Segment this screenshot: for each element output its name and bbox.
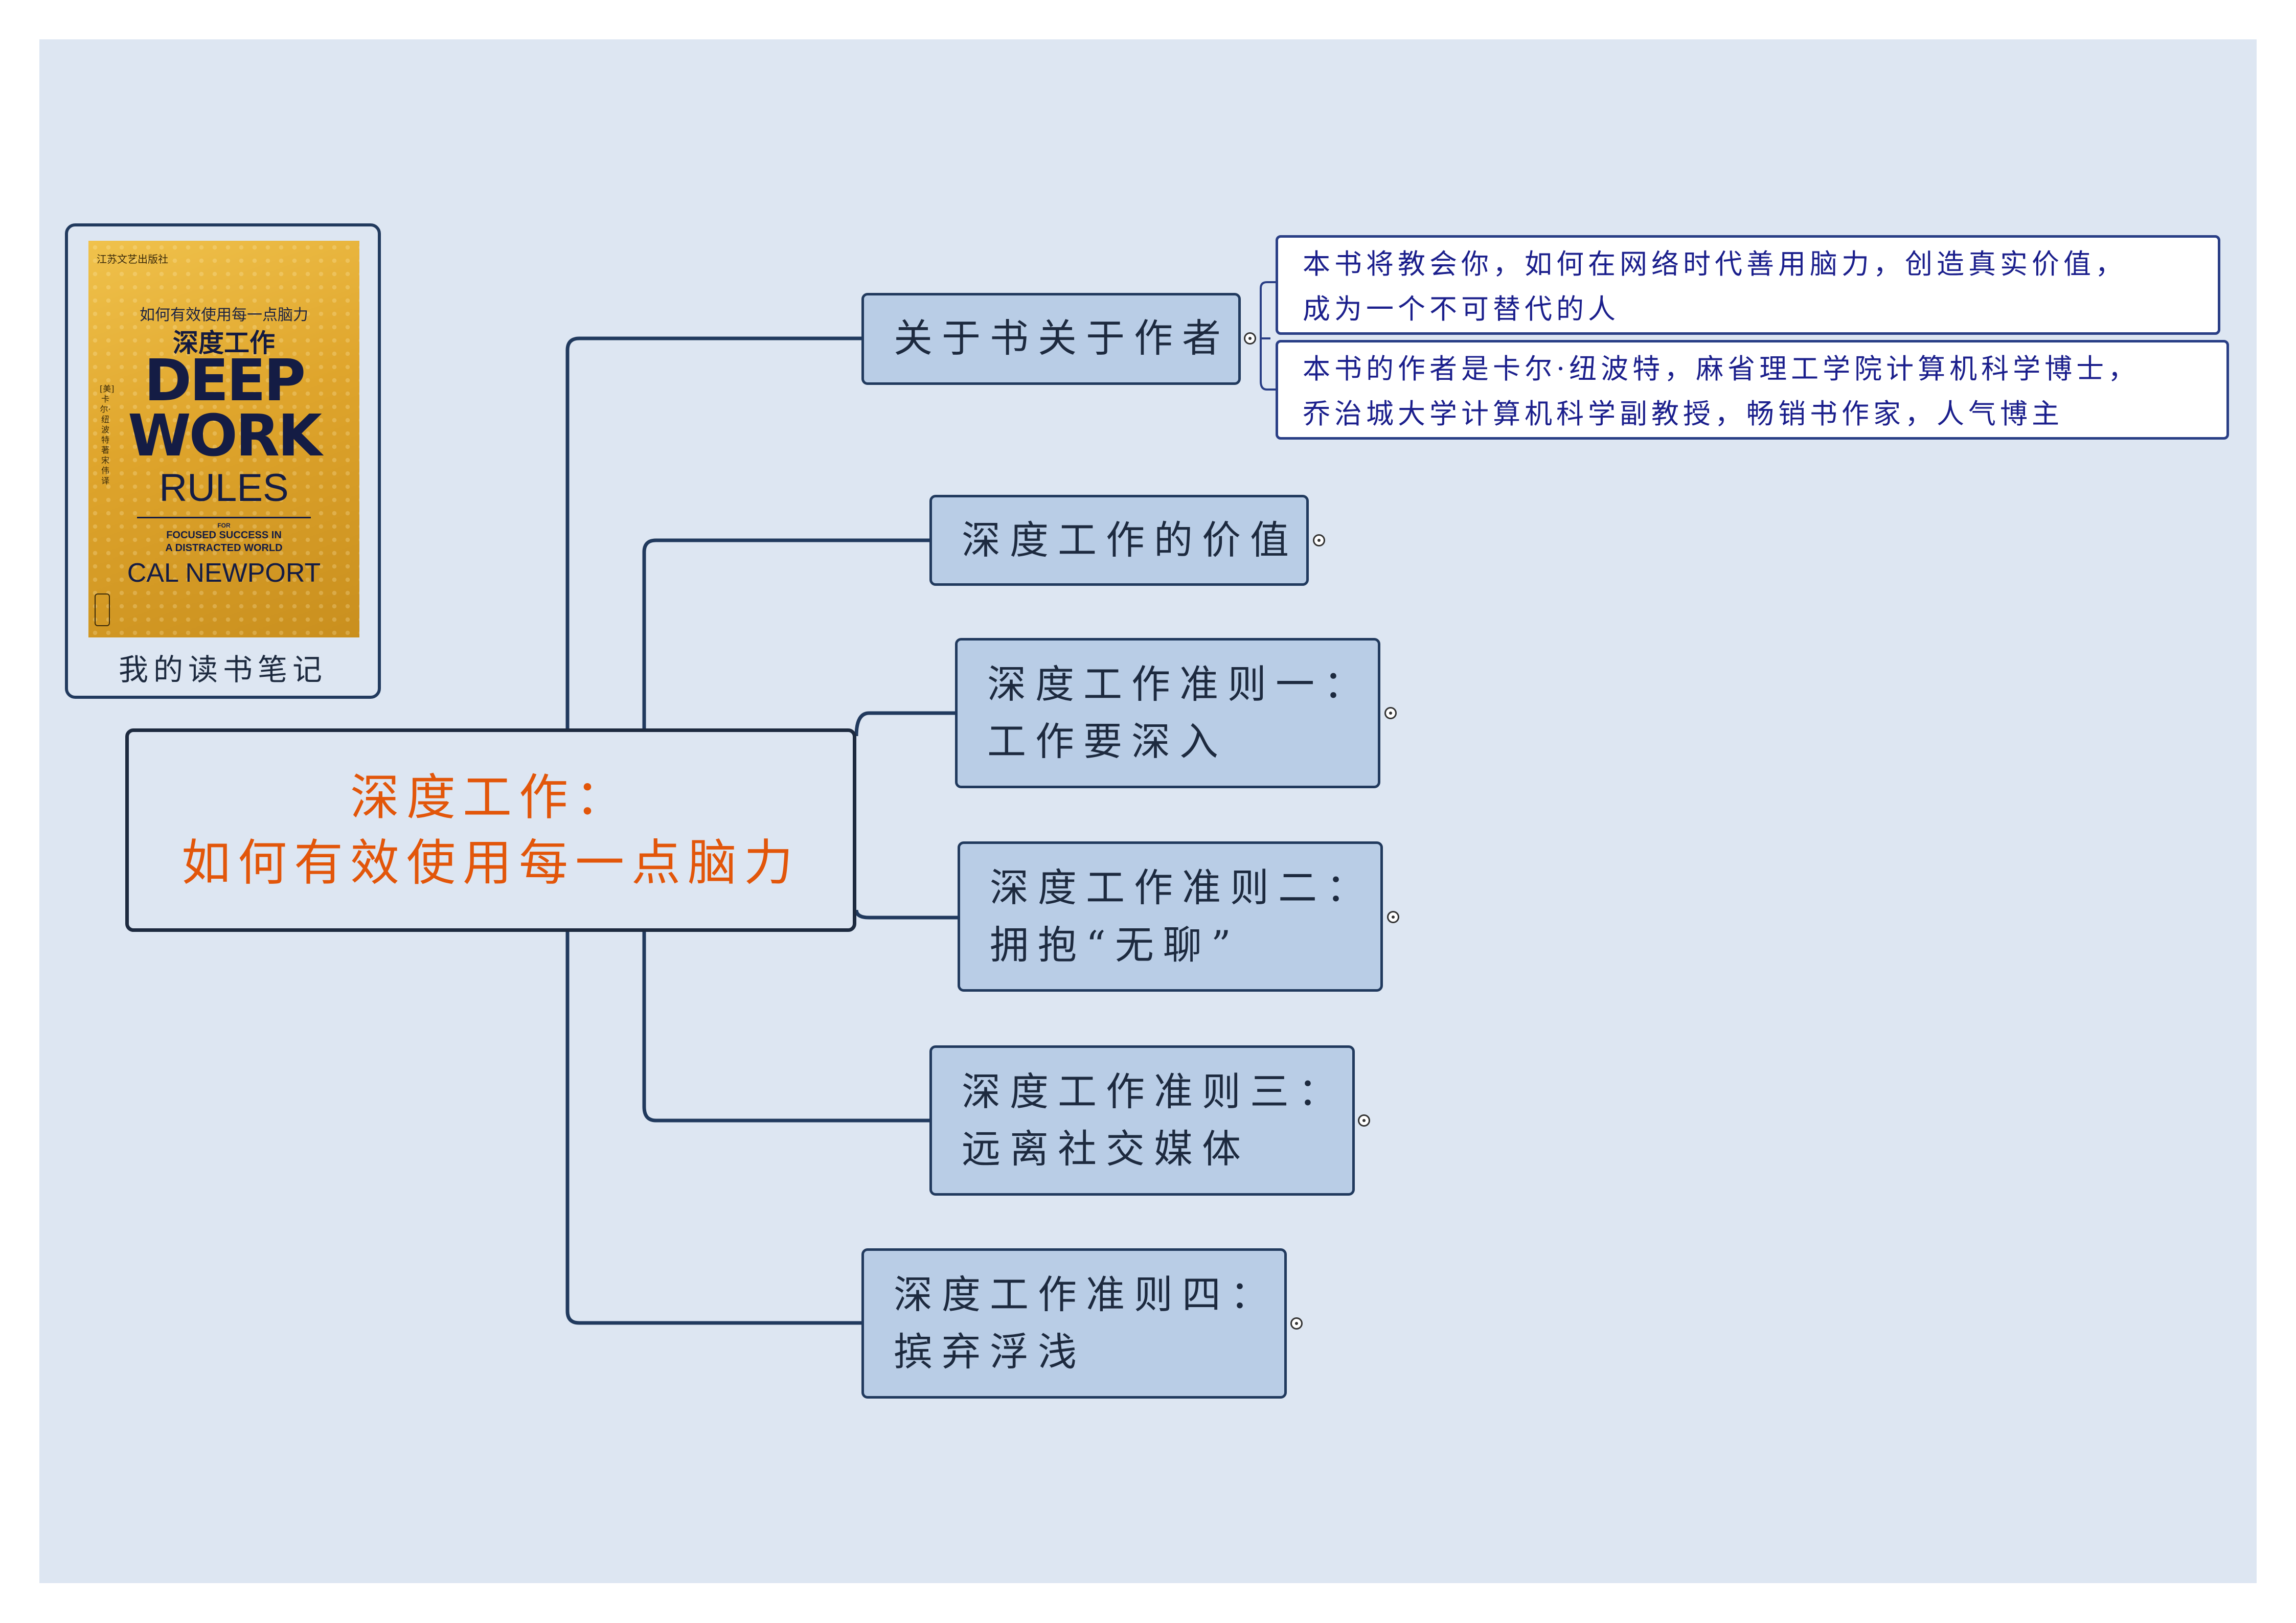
branch-about-book-author[interactable]: 关于书关于作者 [861,293,1241,385]
branch-rule-two[interactable]: 深度工作准则二： 拥抱“无聊” [958,841,1383,992]
root-title-line1: 深度工作： [350,769,631,826]
root-title-line2: 如何有效使用每一点脑力 [181,834,800,891]
link-root-branch-4 [854,909,959,920]
cover-tagline-for: FOR [217,522,231,529]
cover-title-work: WORK [128,403,322,469]
expand-toggle-icon[interactable] [1313,534,1325,546]
link-root-branch-2 [642,538,930,728]
cover-author: CAL NEWPORT [127,558,321,588]
branch-label-line2: 远离社交媒体 [962,1126,1250,1172]
root-topic[interactable]: 深度工作： 如何有效使用每一点脑力 [125,728,856,932]
expand-toggle-icon[interactable] [1290,1317,1303,1330]
branch-label-line1: 深度工作准则二： [990,865,1374,910]
note-line1: 本书的作者是卡尔·纽波特，麻省理工学院计算机科学博士， [1303,353,2140,385]
link-root-branch-5 [642,932,930,1123]
link-root-branch-1 [565,336,861,728]
branch-label-line1: 深度工作准则一： [987,661,1372,707]
branch-label-line2: 拥抱“无聊” [990,922,1240,968]
cover-title-deep: DEEP [144,348,306,414]
cover-tagline-line2: A DISTRACTED WORLD [165,542,283,554]
branch-label: 深度工作的价值 [962,517,1298,563]
branch-deep-work-value[interactable]: 深度工作的价值 [929,495,1309,586]
book-cover-image: 江苏文艺出版社 [美]卡尔·纽波特 著 宋伟 译 如何有效使用每一点脑力 深度工… [88,241,359,637]
branch-label-line2: 工作要深入 [987,719,1227,764]
branch-label-line1: 深度工作准则四： [894,1272,1278,1317]
note-book-summary[interactable]: 本书将教会你，如何在网络时代善用脑力，创造真实价值， 成为一个不可替代的人 [1276,235,2220,335]
cover-dot-pattern [88,241,359,637]
expand-toggle-icon[interactable] [1358,1114,1370,1127]
expand-toggle-icon[interactable] [1387,911,1399,923]
branch-label-line1: 深度工作准则三： [962,1069,1346,1114]
cover-publisher-seal [95,593,110,626]
cover-translator: [美]卡尔·纽波特 著 宋伟 译 [100,384,115,486]
note-line1: 本书将教会你，如何在网络时代善用脑力，创造真实价值， [1303,248,2127,280]
cover-chinese-subtitle: 如何有效使用每一点脑力 [140,306,308,324]
cover-chinese-title: 深度工作 [173,328,275,358]
note-line2: 成为一个不可替代的人 [1303,293,1620,325]
link-root-branch-6 [565,932,861,1325]
branch-label-line2: 摈弃浮浅 [894,1329,1086,1375]
cover-publisher: 江苏文艺出版社 [97,253,168,265]
note-author-bio[interactable]: 本书的作者是卡尔·纽波特，麻省理工学院计算机科学博士， 乔治城大学计算机科学副教… [1276,340,2229,440]
expand-toggle-icon[interactable] [1384,707,1397,719]
link-branch1-notes [1259,281,1276,391]
link-root-branch-3 [854,711,956,737]
cover-title-rules: RULES [159,466,289,510]
branch-rule-one[interactable]: 深度工作准则一： 工作要深入 [955,638,1380,788]
branch-rule-four[interactable]: 深度工作准则四： 摈弃浮浅 [861,1248,1287,1399]
branch-rule-three[interactable]: 深度工作准则三： 远离社交媒体 [929,1045,1355,1196]
note-line2: 乔治城大学计算机科学副教授，畅销书作家，人气博主 [1303,398,2063,430]
cover-caption: 我的读书笔记 [118,652,327,687]
cover-english-title: DEEP WORK [88,348,359,469]
cover-divider [137,517,311,518]
book-cover-card: 江苏文艺出版社 [美]卡尔·纽波特 著 宋伟 译 如何有效使用每一点脑力 深度工… [65,223,381,699]
cover-tagline-line1: FOCUSED SUCCESS IN [166,530,282,541]
branch-label: 关于书关于作者 [894,315,1230,361]
cover-tagline: FOR FOCUSED SUCCESS IN A DISTRACTED WORL… [88,522,359,555]
collapse-toggle-icon[interactable] [1244,332,1256,345]
